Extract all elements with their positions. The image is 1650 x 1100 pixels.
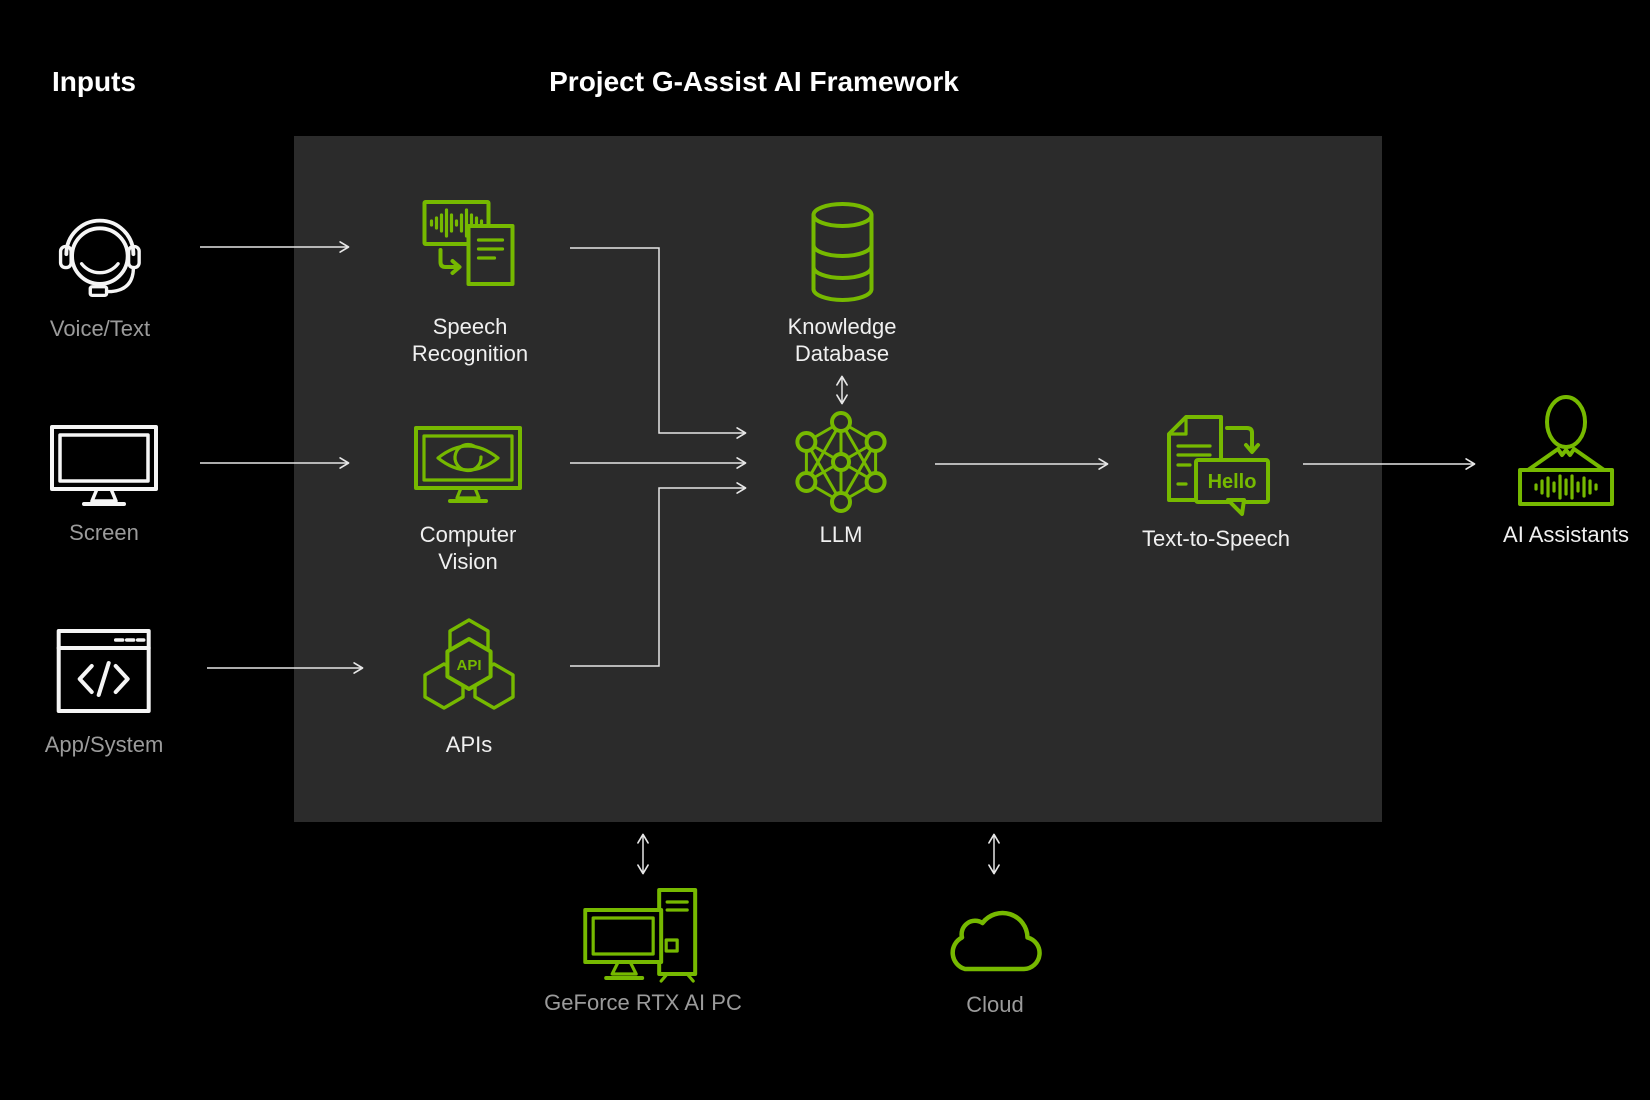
node-text-to-speech: Hello Text-to-Speech — [1142, 414, 1290, 553]
monitor-icon — [50, 425, 158, 506]
speech-bubble-text: Hello — [1208, 471, 1257, 493]
node-cloud: Cloud — [939, 898, 1051, 1019]
node-ai-assistants: AI Assistants — [1503, 394, 1629, 549]
node-label: Cloud — [966, 992, 1024, 1017]
vision-monitor-icon — [414, 426, 522, 503]
page-title: Project G-Assist AI Framework — [549, 66, 959, 97]
node-llm: LLM — [789, 408, 893, 549]
cloud-icon — [950, 910, 1042, 972]
node-label: GeForce RTX AI PC — [544, 990, 742, 1015]
headset-icon — [59, 218, 141, 298]
api-hexagons-icon: API — [423, 618, 515, 710]
node-label: Screen — [69, 520, 139, 545]
node-label: LLM — [819, 522, 863, 547]
inputs-heading: Inputs — [52, 66, 136, 97]
node-knowledge-database: Knowledge Database — [760, 202, 925, 368]
node-label: Computer Vision — [419, 522, 517, 574]
node-label: APIs — [445, 732, 493, 757]
node-label: AI Assistants — [1503, 522, 1629, 547]
node-app-system: App/System — [44, 628, 164, 759]
node-geforce-rtx-ai-pc: GeForce RTX AI PC — [544, 888, 742, 1017]
code-window-icon — [56, 629, 151, 713]
node-computer-vision: Computer Vision — [393, 426, 543, 576]
rtx-pc-icon — [583, 888, 697, 983]
neural-network-icon — [795, 411, 887, 513]
api-badge: API — [456, 657, 481, 674]
node-voice-text: Voice/Text — [50, 208, 150, 343]
database-icon — [811, 202, 873, 302]
document-to-speech-icon: Hello — [1167, 415, 1270, 516]
person-waveform-icon — [1517, 395, 1614, 506]
node-label: Speech Recognition — [411, 314, 529, 366]
node-label: Voice/Text — [49, 316, 151, 341]
node-screen: Screen — [49, 424, 159, 547]
node-label: App/System — [44, 732, 164, 757]
node-apis: API APIs — [413, 616, 525, 759]
node-label: Knowledge Database — [787, 314, 897, 366]
speech-to-text-icon — [422, 200, 514, 286]
node-label: Text-to-Speech — [1142, 526, 1290, 551]
node-speech-recognition: Speech Recognition — [378, 200, 563, 368]
